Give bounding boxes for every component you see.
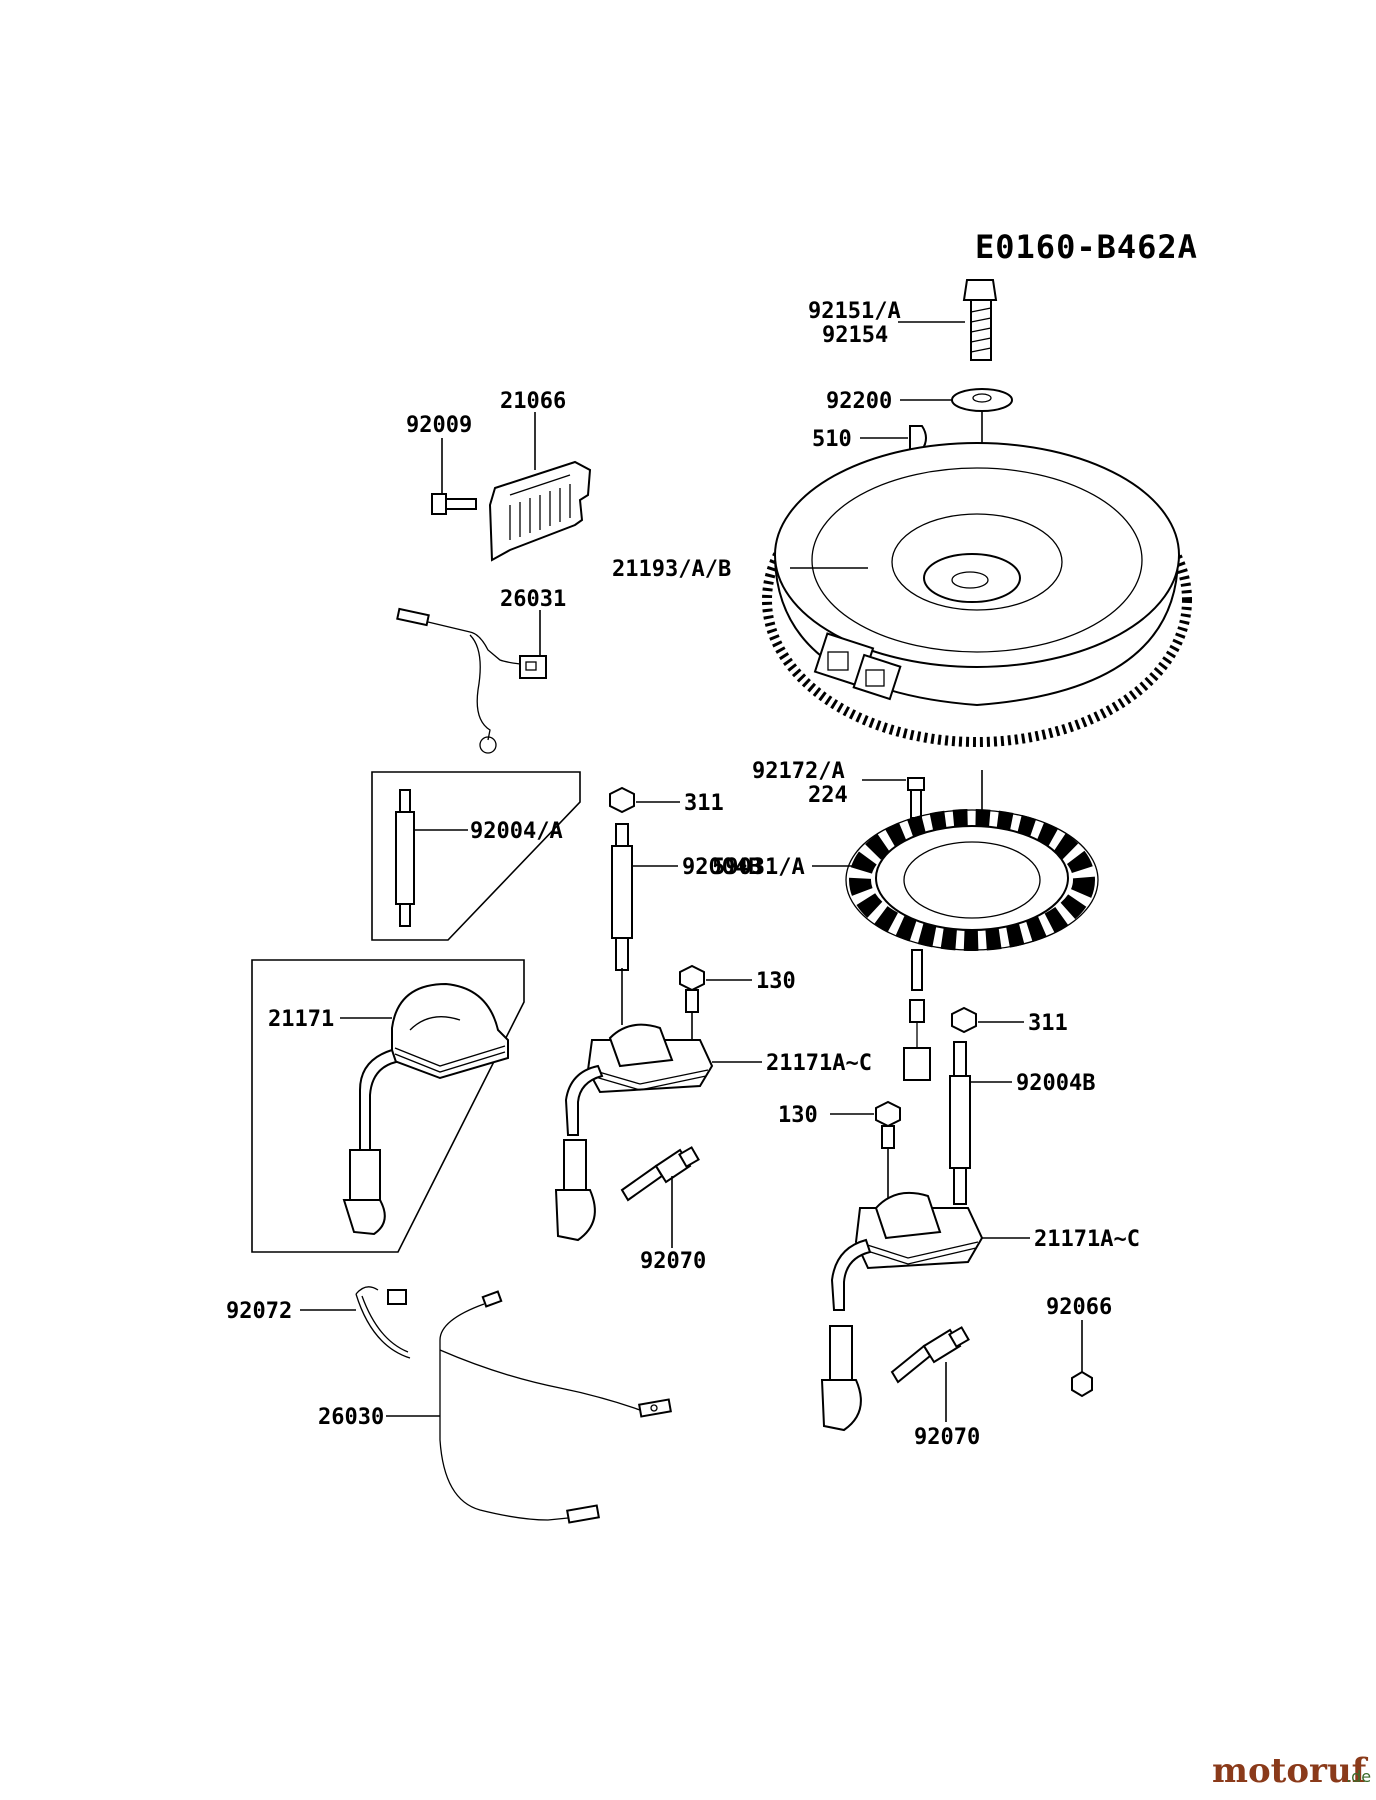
spark-plug-right xyxy=(890,1326,970,1384)
label-92072: 92072 xyxy=(226,1299,292,1324)
stud-92004b-right xyxy=(949,1041,971,1205)
label-21171c-upper: 21171A~C xyxy=(766,1051,872,1076)
brand-tld: .de xyxy=(1346,1767,1371,1786)
stator-connector xyxy=(903,949,931,1081)
label-92004b-left: 92004B xyxy=(682,855,761,880)
label-130-upper: 130 xyxy=(756,969,796,994)
regulator-screw xyxy=(431,493,477,515)
coil-upper xyxy=(554,1023,714,1242)
label-92066: 92066 xyxy=(1046,1295,1112,1320)
spark-plug-left xyxy=(620,1146,700,1202)
bolt-130-lower xyxy=(875,1100,901,1149)
bolt-130-upper xyxy=(679,964,705,1013)
nut-311-left xyxy=(609,786,635,814)
harness-26031 xyxy=(396,607,547,754)
stud-92004a xyxy=(395,789,415,927)
stator xyxy=(845,809,1099,951)
coil-lower xyxy=(820,1192,984,1432)
screw-92172 xyxy=(907,777,925,819)
label-92004b-right: 92004B xyxy=(1016,1071,1095,1096)
label-26031: 26031 xyxy=(500,587,566,612)
label-130-lower: 130 xyxy=(778,1103,818,1128)
label-92009: 92009 xyxy=(406,413,472,438)
label-26030: 26030 xyxy=(318,1405,384,1430)
nut-92066 xyxy=(1071,1370,1093,1398)
washer xyxy=(951,388,1013,412)
clip-92072 xyxy=(355,1286,411,1359)
diagram-code: E0160-B462A xyxy=(975,228,1198,266)
label-92070-right: 92070 xyxy=(914,1425,980,1450)
brand-watermark: motoruf .de xyxy=(1212,1751,1371,1791)
harness-26030 xyxy=(439,1290,672,1524)
stud-92004b-left xyxy=(611,823,633,971)
coil-21171 xyxy=(342,982,509,1236)
label-21193: 21193/A/B xyxy=(612,557,731,582)
inset-box-stud xyxy=(371,771,581,941)
regulator xyxy=(488,460,592,562)
label-21066: 21066 xyxy=(500,389,566,414)
label-92004a: 92004/A xyxy=(470,819,563,844)
label-59031: 59031/A xyxy=(712,855,805,880)
label-92070-left: 92070 xyxy=(640,1249,706,1274)
label-92200: 92200 xyxy=(826,389,892,414)
label-311-left: 311 xyxy=(684,791,724,816)
inset-box-coil xyxy=(251,959,525,1253)
label-21171: 21171 xyxy=(268,1007,334,1032)
flywheel-bolt xyxy=(962,279,998,361)
label-92172: 92172/A xyxy=(752,759,845,784)
brand-name: motoruf xyxy=(1212,1751,1369,1791)
nut-311-right xyxy=(951,1006,977,1034)
label-21171c-lower: 21171A~C xyxy=(1034,1227,1140,1252)
label-92151: 92151/A xyxy=(808,299,901,324)
label-510: 510 xyxy=(812,427,852,452)
label-224: 224 xyxy=(808,783,848,808)
label-311-right: 311 xyxy=(1028,1011,1068,1036)
label-92154: 92154 xyxy=(822,323,888,348)
flywheel xyxy=(762,442,1192,747)
